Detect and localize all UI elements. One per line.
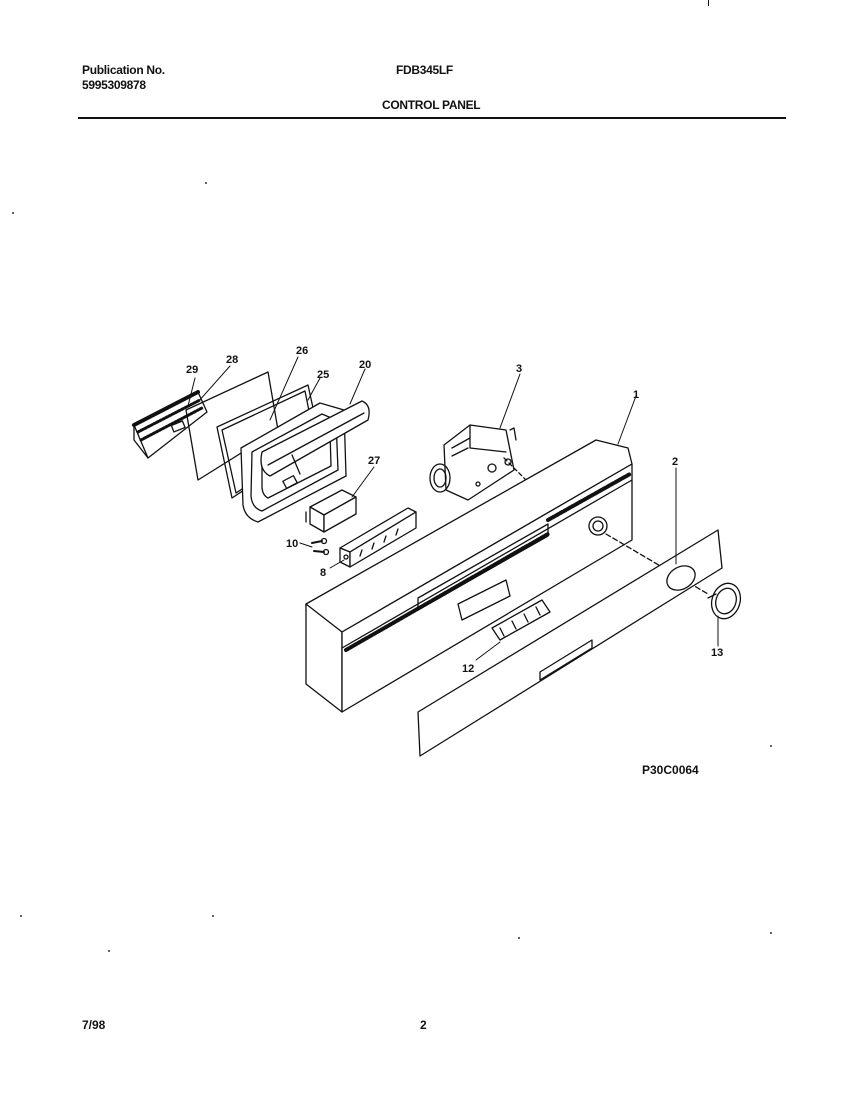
part-20-handle [260, 400, 370, 477]
part-8-bracket [339, 507, 417, 568]
part-29-cover [132, 390, 208, 459]
scan-speck [518, 937, 520, 939]
section-title: CONTROL PANEL [382, 98, 481, 112]
scan-speck [212, 915, 214, 917]
callout-2: 2 [672, 456, 678, 468]
scan-speck [108, 950, 110, 952]
scan-speck [12, 212, 14, 214]
part-10-screws [311, 537, 330, 556]
callout-1: 1 [633, 389, 639, 401]
scan-speck [20, 915, 22, 917]
callout-26: 26 [296, 345, 308, 357]
callout-12: 12 [462, 663, 474, 675]
header-rule [78, 117, 786, 119]
footer-page-number: 2 [420, 1018, 427, 1032]
callout-28: 28 [226, 354, 238, 366]
callout-20: 20 [359, 359, 371, 371]
scan-speck [770, 932, 772, 934]
corner-mark [708, 0, 709, 6]
part-27-module [305, 489, 357, 533]
part-13-knob [707, 582, 742, 620]
leader-lines [187, 356, 719, 661]
callout-3: 3 [516, 363, 522, 375]
timer-leader [503, 457, 529, 483]
scan-speck [205, 182, 207, 184]
drawing-code: P30C0064 [642, 763, 699, 777]
part-1-console [305, 439, 633, 713]
callout-29: 29 [186, 364, 198, 376]
model-number: FDB345LF [396, 63, 453, 77]
callout-27: 27 [368, 455, 380, 467]
part-2-overlay [417, 529, 723, 757]
callout-10: 10 [286, 538, 298, 550]
callout-13: 13 [711, 647, 723, 659]
publication-number: 5995309878 [82, 78, 146, 92]
part-3-timer [429, 424, 517, 501]
publication-label: Publication No. [82, 63, 165, 77]
footer-date: 7/98 [82, 1018, 106, 1032]
scan-speck [770, 745, 772, 747]
callout-8: 8 [320, 567, 326, 579]
part-12-buttons [457, 579, 551, 641]
callout-25: 25 [317, 369, 329, 381]
